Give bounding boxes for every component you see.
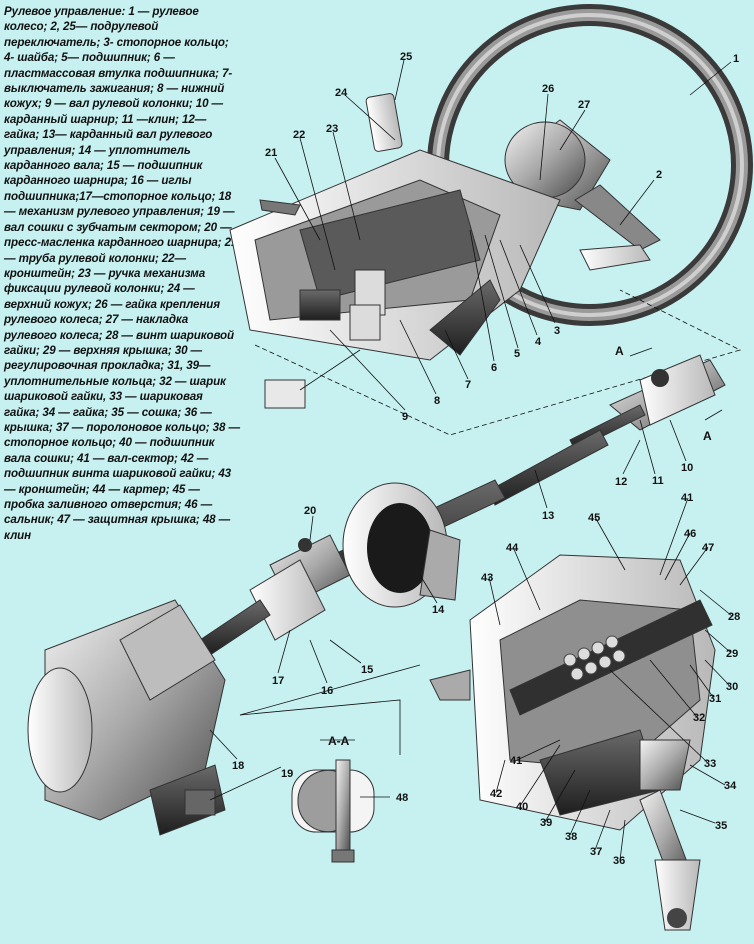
- label-10: 10: [681, 462, 693, 474]
- section-a-a: [291, 739, 375, 863]
- label-31: 31: [709, 693, 721, 705]
- view-mark-a-bottom: А: [703, 429, 712, 443]
- label-37: 37: [590, 846, 602, 858]
- label-4: 4: [535, 336, 542, 348]
- label-36: 36: [613, 855, 625, 867]
- label-46: 46: [684, 528, 696, 540]
- label-30: 30: [726, 681, 738, 693]
- shaft-seal: [342, 482, 461, 608]
- diagram-caption: Рулевое управление: 1 — рулевое колесо; …: [4, 5, 240, 542]
- label-6: 6: [491, 362, 497, 374]
- label-48: 48: [396, 792, 408, 804]
- label-40: 40: [516, 801, 528, 813]
- label-33: 33: [704, 758, 716, 770]
- leader-lines: [209, 59, 733, 861]
- label-29: 29: [726, 648, 738, 660]
- label-12: 12: [615, 476, 627, 488]
- label-32: 32: [693, 712, 705, 724]
- label-26: 26: [542, 83, 554, 95]
- label-22: 22: [293, 129, 305, 141]
- label-39: 39: [540, 817, 552, 829]
- label-27: 27: [578, 99, 590, 111]
- label-13: 13: [542, 510, 554, 522]
- label-17: 17: [272, 675, 284, 687]
- label-44: 44: [506, 542, 519, 554]
- ball-nut-balls: [563, 635, 626, 681]
- label-20: 20: [304, 505, 316, 517]
- label-45: 45: [588, 512, 600, 524]
- label-25: 25: [400, 51, 412, 63]
- label-38: 38: [565, 831, 577, 843]
- steering-gear-housing: [27, 599, 226, 836]
- label-18: 18: [232, 760, 244, 772]
- label-19: 19: [281, 768, 293, 780]
- label-5: 5: [514, 348, 520, 360]
- steering-gear-cutaway: [429, 554, 716, 931]
- label-2: 2: [656, 169, 662, 181]
- label-16: 16: [321, 685, 333, 697]
- section-a-a-label: А-А: [328, 734, 350, 748]
- label-1: 1: [733, 53, 739, 65]
- label-42: 42: [490, 788, 502, 800]
- label-47: 47: [702, 542, 714, 554]
- label-21: 21: [265, 147, 277, 159]
- part-number-labels: 1 2 3 4 5 6 7 8 9 10 11 12 13 14 15 16 1…: [232, 51, 740, 867]
- label-11: 11: [652, 475, 664, 487]
- label-7: 7: [465, 379, 471, 391]
- label-8: 8: [434, 395, 440, 407]
- label-34: 34: [724, 780, 737, 792]
- steering-column-upper: [229, 93, 651, 409]
- view-mark-a-top: А: [615, 344, 624, 358]
- label-43: 43: [481, 572, 493, 584]
- label-41-upper: 41: [681, 492, 693, 504]
- label-3: 3: [554, 325, 560, 337]
- assembly-frame: [254, 289, 742, 436]
- label-24: 24: [335, 87, 348, 99]
- label-23: 23: [326, 123, 338, 135]
- label-15: 15: [361, 664, 373, 676]
- label-14: 14: [432, 604, 445, 616]
- label-41-lower: 41: [510, 755, 522, 767]
- label-35: 35: [715, 820, 727, 832]
- view-marks: А А А-А: [328, 344, 723, 748]
- label-9: 9: [402, 411, 408, 423]
- label-28: 28: [728, 611, 740, 623]
